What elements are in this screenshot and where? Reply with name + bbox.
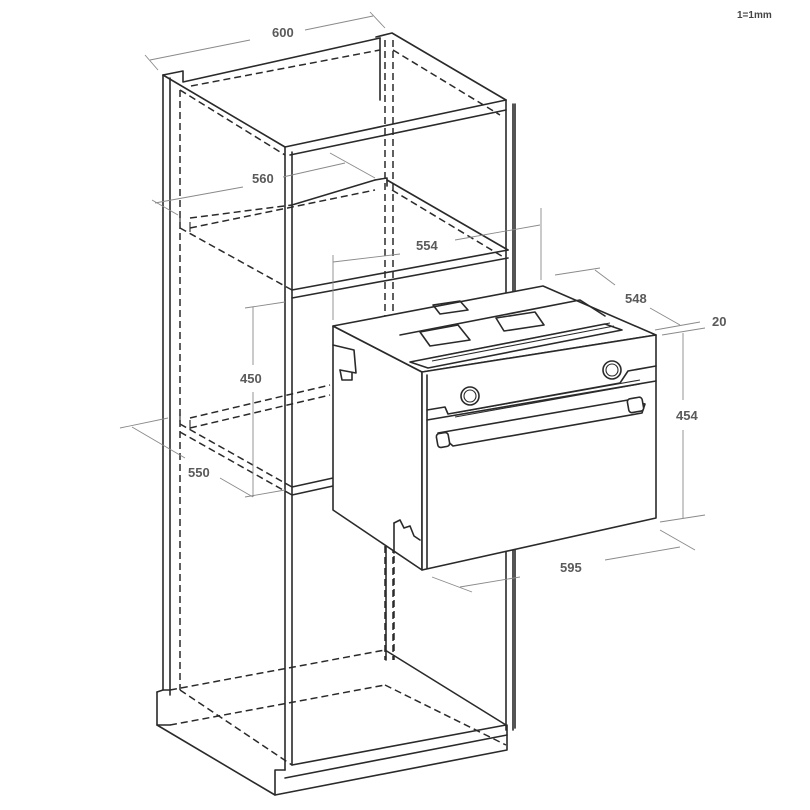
dim-niche-height: 450 <box>240 371 262 386</box>
scale-note: 1=1mm <box>737 10 772 21</box>
dim-oven-width: 595 <box>560 560 582 575</box>
dimension-lines <box>119 11 706 593</box>
dim-front-panel-thickness: 20 <box>712 314 726 329</box>
dim-cabinet-width: 600 <box>272 25 294 40</box>
dim-niche-depth-min: 550 <box>188 465 210 480</box>
dim-oven-depth: 548 <box>625 291 647 306</box>
dim-niche-depth: 554 <box>416 238 438 253</box>
dim-inner-width: 560 <box>252 171 274 186</box>
dimension-labels: 600 560 554 548 20 454 595 450 550 <box>188 25 726 575</box>
oven <box>332 285 657 571</box>
oven-door-handle[interactable] <box>435 396 646 449</box>
oven-knob-left[interactable] <box>460 386 480 406</box>
dim-oven-height: 454 <box>676 408 698 423</box>
oven-knob-right[interactable] <box>602 360 622 380</box>
oven-front-panel <box>421 334 657 571</box>
